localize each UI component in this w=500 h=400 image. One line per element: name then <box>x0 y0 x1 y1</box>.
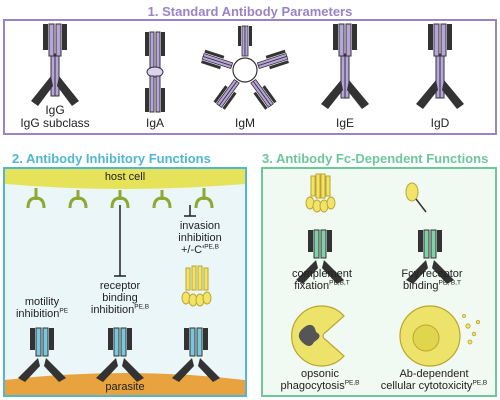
label-adcc: Ab-dependent cellular cytotoxicityPE,B <box>380 368 488 392</box>
label-receptor-binding-inhibition: receptor binding inhibitionPE,B <box>90 280 150 316</box>
label-motility-inhibition: motility inhibitionPE <box>15 296 69 320</box>
ige-antibody <box>321 23 369 109</box>
label-opsonic-phagocytosis: opsonic phagocytosisPE,B <box>280 368 360 392</box>
section3-title: 3. Antibody Fc-Dependent Functions <box>262 151 489 166</box>
invasion-antibody <box>172 327 220 382</box>
label-igm: IgM <box>234 116 255 130</box>
label-fcg-receptor-binding: Fcγ receptor bindingPE, B,T <box>401 268 463 292</box>
motility-antibody <box>18 327 66 382</box>
invasion-complement <box>181 265 212 307</box>
phagocyte-cell <box>291 305 345 367</box>
complement-antibody <box>296 229 344 284</box>
iga-antibody <box>145 31 165 113</box>
igd-antibody <box>416 23 464 109</box>
section2-title: 2. Antibody Inhibitory Functions <box>12 151 211 166</box>
igg-antibody <box>31 23 79 106</box>
fcg-antibody <box>406 229 454 284</box>
label-igg-subclass: IgG subclass <box>20 116 90 130</box>
section1-title: 1. Standard Antibody Parameters <box>147 4 353 19</box>
label-complement-fixation: complement fixationPE,B,T <box>292 268 352 292</box>
label-host-cell: host cell <box>104 171 146 183</box>
receptor-antibody <box>96 327 144 382</box>
host-cell-membrane <box>5 169 245 189</box>
host-receptors <box>26 188 214 209</box>
label-igg: IgG <box>45 103 65 117</box>
label-invasion-inhibition: invasion inhibition +/-C'PE,B <box>178 220 222 256</box>
label-igd: IgD <box>430 116 450 130</box>
complement-c1q <box>305 173 336 213</box>
fc-receptor <box>405 182 427 213</box>
target-cell <box>399 305 481 367</box>
label-ige: IgE <box>335 116 354 130</box>
inhibition-arrows <box>114 205 196 277</box>
label-iga: IgA <box>145 116 164 130</box>
igm-antibody <box>200 25 290 110</box>
label-parasite: parasite <box>105 381 145 393</box>
